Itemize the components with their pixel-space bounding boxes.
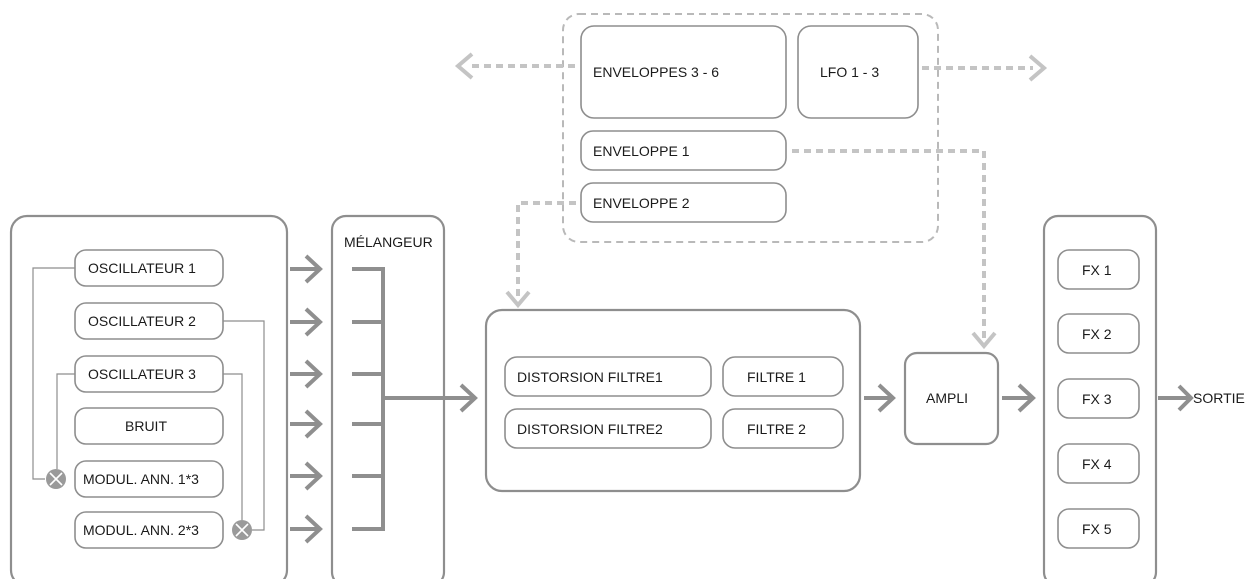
arrow-filters-to-amp xyxy=(864,383,896,413)
ringmod-1-routing-line xyxy=(32,267,75,480)
lfo-label: LFO 1 - 3 xyxy=(820,64,879,80)
oscillator-2-box xyxy=(74,302,224,340)
arrow-mixer-to-filters xyxy=(383,383,478,413)
arrow-effects-to-output xyxy=(1158,384,1194,412)
ringmod-1-input-line xyxy=(56,373,75,469)
noise-box xyxy=(74,407,224,445)
filter-2-box xyxy=(722,408,844,449)
filter-distortion-2-label: DISTORSION FILTRE2 xyxy=(517,421,663,437)
source-to-mixer-arrows xyxy=(290,254,323,544)
mod-route-left-arrowhead xyxy=(454,52,474,80)
arrow-noise-to-mixer xyxy=(290,409,323,439)
mixer-bus xyxy=(352,267,385,531)
ring-modulator-1-icon xyxy=(46,469,66,489)
envelope-1-to-amp-arrowhead xyxy=(971,331,997,350)
filter-1-box xyxy=(722,356,844,397)
mixer-title: MÉLANGEUR xyxy=(344,234,433,250)
fx-3-box xyxy=(1057,378,1140,419)
fx-1-label: FX 1 xyxy=(1082,262,1112,278)
arrow-ringmod2-to-mixer xyxy=(290,514,323,544)
arrow-osc3-to-mixer xyxy=(290,359,323,389)
amp-box xyxy=(903,351,1000,446)
envelope-2-to-filter-arrowhead xyxy=(505,290,531,309)
oscillator-3-box xyxy=(74,355,224,393)
envelope-1-label: ENVELOPPE 1 xyxy=(593,143,690,159)
arrow-amp-to-effects xyxy=(1002,383,1036,413)
filter-2-label: FILTRE 2 xyxy=(747,421,806,437)
ring-mod-2-box xyxy=(74,511,224,549)
ring-mod-1-box xyxy=(74,460,224,498)
ring-mod-2-label: MODUL. ANN. 2*3 xyxy=(83,522,199,538)
envelopes-3-6-box xyxy=(580,25,787,119)
output-label: SORTIE xyxy=(1193,390,1245,406)
fx-4-label: FX 4 xyxy=(1082,456,1112,472)
noise-label: BRUIT xyxy=(125,418,167,434)
filter-section-panel xyxy=(484,308,862,493)
oscillator-2-label: OSCILLATEUR 2 xyxy=(88,313,196,329)
fx-4-box xyxy=(1057,443,1140,484)
envelope-2-to-filter-route xyxy=(516,201,576,300)
ring-mod-1-label: MODUL. ANN. 1*3 xyxy=(83,471,199,487)
ringmod-2-input-line xyxy=(222,373,243,520)
fx-2-box xyxy=(1057,313,1140,354)
mod-route-right-arrowhead xyxy=(1028,54,1048,82)
envelope-2-label: ENVELOPPE 2 xyxy=(593,195,690,211)
ring-modulator-2-icon xyxy=(232,520,252,540)
arrow-osc2-to-mixer xyxy=(290,307,323,337)
arrow-osc1-to-mixer xyxy=(290,254,323,284)
oscillator-3-label: OSCILLATEUR 3 xyxy=(88,366,196,382)
modulation-group xyxy=(562,13,939,243)
fx-1-box xyxy=(1057,249,1140,290)
filter-distortion-1-label: DISTORSION FILTRE1 xyxy=(517,369,663,385)
filter-distortion-2-box xyxy=(504,408,712,449)
envelope-1-box xyxy=(580,130,787,171)
fx-2-label: FX 2 xyxy=(1082,326,1112,342)
ringmod-2-routing-line xyxy=(222,320,265,531)
fx-5-label: FX 5 xyxy=(1082,521,1112,537)
amp-label: AMPLI xyxy=(926,390,968,406)
envelopes-3-6-label: ENVELOPPES 3 - 6 xyxy=(593,64,719,80)
filter-distortion-1-box xyxy=(504,356,712,397)
envelope-1-to-amp-route xyxy=(792,149,986,341)
filter-1-label: FILTRE 1 xyxy=(747,369,806,385)
fx-3-label: FX 3 xyxy=(1082,391,1112,407)
oscillator-1-label: OSCILLATEUR 1 xyxy=(88,260,196,276)
oscillator-1-box xyxy=(74,249,224,287)
envelope-2-box xyxy=(580,182,787,223)
fx-5-box xyxy=(1057,508,1140,549)
lfo-box xyxy=(797,25,919,119)
arrow-ringmod1-to-mixer xyxy=(290,461,323,491)
